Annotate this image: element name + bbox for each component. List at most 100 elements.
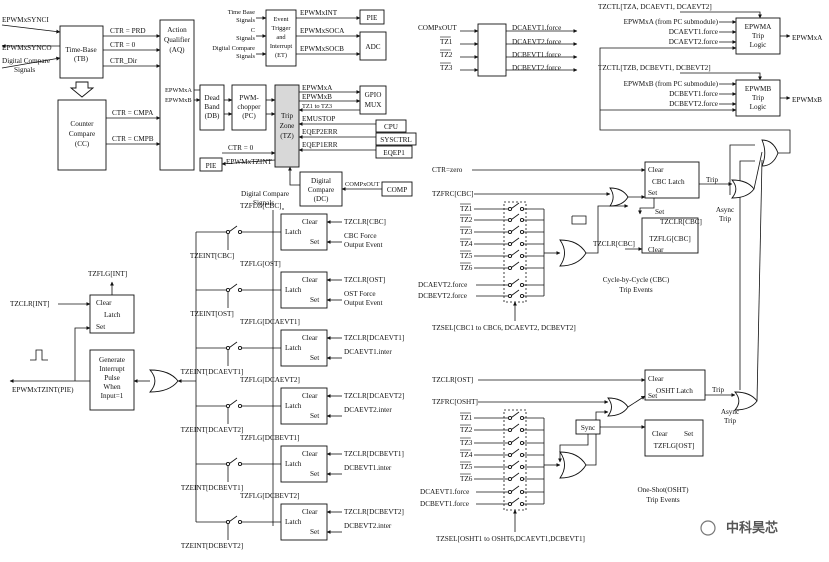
osht-select-switch <box>519 427 525 433</box>
wechat-icon <box>700 520 716 536</box>
switch-blade <box>511 289 520 296</box>
label: Event <box>274 16 289 23</box>
label: TZ1 <box>440 38 453 46</box>
interrupt-enable-switch <box>225 519 231 525</box>
label: Signals <box>236 17 255 24</box>
epwma-trip-logic-block <box>735 17 781 55</box>
label: MUX <box>365 101 383 109</box>
label: TZFLG[CBC] <box>649 235 691 243</box>
tzflg-label: TZFLG[DCBEVT2] <box>240 492 300 500</box>
switch-contact <box>519 501 525 507</box>
interrupt-enable-switch <box>237 519 243 525</box>
tzflg-label: TZFLG[DCAEVT2] <box>240 376 300 384</box>
label: Set <box>684 430 693 438</box>
switch-contact <box>507 293 513 299</box>
osht-select-switch <box>507 415 513 421</box>
switch-contact <box>507 489 513 495</box>
cbc-select-switch <box>507 217 513 223</box>
label: TZFRC[OSHT] <box>432 398 478 406</box>
wire <box>1 56 61 69</box>
cbc-select-switch <box>511 225 520 232</box>
label: Latch <box>104 311 121 319</box>
cbc-select-switch <box>511 249 520 256</box>
label: Compare <box>69 130 95 138</box>
label: EPWMxA <box>165 87 192 94</box>
label: COMPxOUT <box>345 181 380 188</box>
tzeint-label: TZEINT[DCBEVT1] <box>181 484 243 492</box>
cbc-tz-input: TZ5 <box>460 252 473 260</box>
label: TZCLR[CBC] <box>344 218 386 226</box>
label: DCBEVT1.inter <box>344 464 392 472</box>
label: Set <box>655 208 664 216</box>
tzeint-label: TZEINT[CBC] <box>190 252 234 260</box>
sysctrl-block <box>375 132 417 146</box>
interrupt-enable-switch <box>225 403 231 409</box>
osht-select-switch <box>507 427 513 433</box>
label: chopper <box>237 103 261 111</box>
wire <box>599 46 791 154</box>
label: TZCLR[OST] <box>344 276 385 284</box>
tzctl-a-label: TZCTL[TZA, DCAEVT1, DCAEVT2] <box>598 3 712 11</box>
label: EPWMxA <box>792 34 823 42</box>
wire <box>729 144 755 195</box>
tzflg-label: TZFLG[DCAEVT1] <box>240 318 300 326</box>
cbc-tzsel: TZSEL[CBC1 to CBC6, DCAEVT2, DCBEVT2] <box>432 324 576 332</box>
switch-contact <box>507 501 513 507</box>
down-arrow-icon <box>69 81 95 98</box>
label: Latch <box>285 228 302 236</box>
cbc-select-switch <box>519 229 525 235</box>
event-latch-block <box>280 271 328 309</box>
cbc-select-switch <box>519 265 525 271</box>
label: (TB) <box>74 55 89 63</box>
label: Interrupt <box>99 365 124 373</box>
label: Trigger <box>272 25 292 32</box>
osht-tz-input: TZ1 <box>460 414 473 422</box>
adc-block <box>359 31 387 61</box>
label: Set <box>310 470 319 478</box>
osht-tzsel: TZSEL[OSHT1 to OSHT6,DCAEVT1,DCBEVT1] <box>436 535 585 543</box>
generate-interrupt-block <box>89 349 135 411</box>
watermark-text: 中科昊芯 <box>726 520 778 536</box>
label: Signals <box>253 199 274 207</box>
interrupt-enable-switch <box>237 287 243 293</box>
wire <box>74 326 91 381</box>
label: Clear <box>302 334 318 342</box>
label: Pulse <box>104 374 120 382</box>
label: Interrupt <box>270 43 293 50</box>
label: DCAEVT2.force <box>669 38 718 46</box>
label: EPWMxB (from PC submodule) <box>624 80 719 88</box>
label: Async <box>716 206 734 214</box>
input-syncin: EPWMxSYNCI <box>2 16 49 24</box>
comp-block <box>381 181 413 197</box>
label: Clear <box>302 392 318 400</box>
label: C <box>251 27 255 34</box>
label: Set <box>310 238 319 246</box>
label: One-Shot(OSHT) <box>637 486 689 494</box>
wire <box>753 151 763 190</box>
label: Set <box>648 189 657 197</box>
tzctl-b-label: TZCTL[TZB, DCBEVT1, DCBEVT2] <box>598 64 711 72</box>
wire <box>586 410 609 466</box>
label: Clear <box>302 276 318 284</box>
wire <box>1 24 61 34</box>
aq-label: Action <box>167 26 187 34</box>
label: EPWMxSOCA <box>300 27 345 35</box>
interrupt-enable-switch <box>237 229 243 235</box>
osht-tz-input: TZ3 <box>460 439 473 447</box>
interrupt-enable-switch <box>229 457 238 464</box>
tzflg-label: TZFLG[OST] <box>240 260 281 268</box>
label: Output Event <box>344 241 383 249</box>
interrupt-enable-switch <box>225 461 231 467</box>
label: TZCLR[CBC] <box>593 240 635 248</box>
int-latch-block <box>89 294 135 334</box>
wire <box>288 166 300 186</box>
cbc-async-or <box>731 179 755 199</box>
cbc-select-switch <box>507 265 513 271</box>
interrupt-or-gate <box>148 369 179 393</box>
wire <box>627 395 646 408</box>
label: EPWMA <box>745 23 773 31</box>
label: (DC) <box>314 195 329 203</box>
osht-select-switch <box>507 476 513 482</box>
label: Cycle-by-Cycle (CBC) <box>603 276 670 284</box>
label: EPWMxINT <box>300 9 338 17</box>
